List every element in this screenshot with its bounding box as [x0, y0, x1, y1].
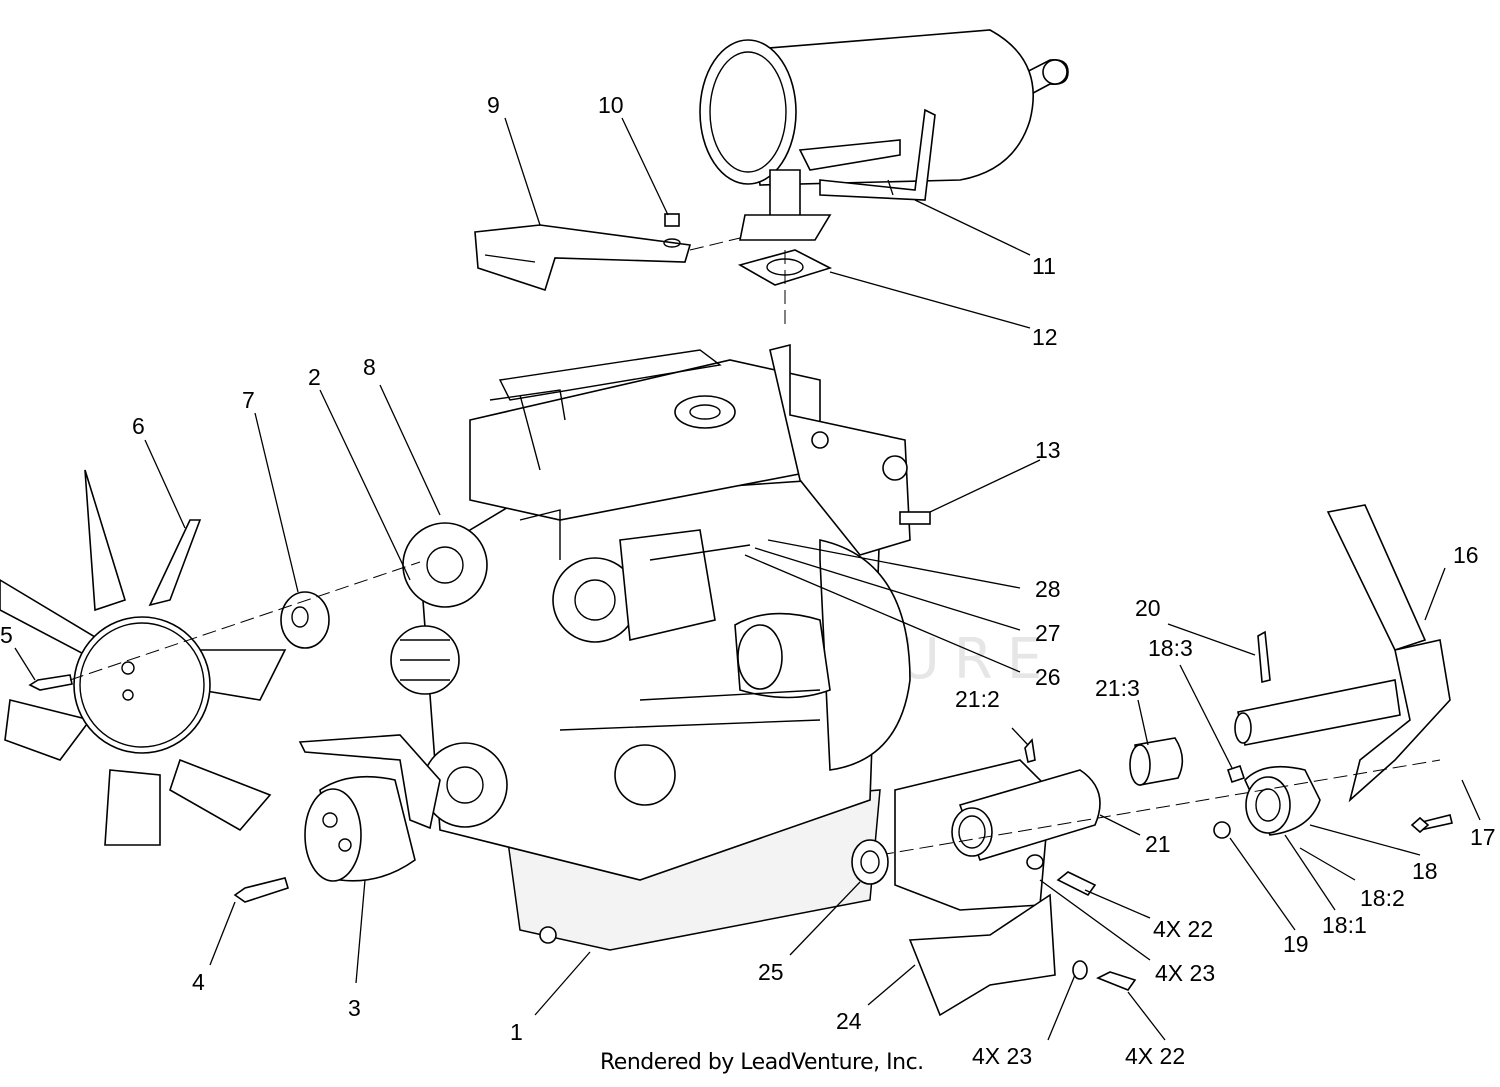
- engine-part: [390, 343, 911, 951]
- callout-24: 24: [836, 1008, 862, 1034]
- callout-13: 13: [1035, 437, 1061, 463]
- spacer-part: [280, 591, 330, 649]
- callout-18-1: 18:1: [1322, 912, 1367, 938]
- callout-21-3: 21:3: [1095, 675, 1140, 701]
- fitting-part: [1024, 738, 1036, 764]
- bolt-part: [1096, 971, 1137, 991]
- callout-11: 11: [1032, 253, 1056, 279]
- callout-2: 2: [308, 364, 321, 390]
- callout-6: 6: [132, 413, 145, 439]
- mount-tower-part: [1234, 504, 1451, 803]
- callout-20: 20: [1135, 595, 1161, 621]
- callout-17: 17: [1470, 824, 1496, 850]
- nut-part: [1213, 821, 1231, 839]
- lower-bracket-part: [908, 893, 1056, 1017]
- muffler-part: [699, 29, 1069, 241]
- bolt-head-part: [1410, 816, 1430, 834]
- callout-3: 3: [348, 995, 361, 1021]
- washer-part: [851, 839, 889, 885]
- fan-part: [0, 469, 287, 846]
- callout-10: 10: [598, 92, 624, 118]
- callout-4x23-upper: 4X 23: [1155, 960, 1215, 986]
- callout-25: 25: [758, 959, 784, 985]
- bearing-part: [1244, 765, 1321, 836]
- isolator-part: [304, 775, 416, 882]
- callout-1: 1: [510, 1019, 523, 1045]
- pivot-housing-part: [894, 759, 1101, 911]
- centerline: [879, 759, 1441, 856]
- callout-5: 5: [0, 622, 13, 648]
- bolt-part: [233, 877, 289, 903]
- callout-7: 7: [242, 387, 255, 413]
- callout-4x23-lower: 4X 23: [972, 1043, 1032, 1069]
- bolt-part: [1056, 871, 1097, 897]
- callout-18-2: 18:2: [1360, 885, 1405, 911]
- callout-4x22-lower: 4X 22: [1125, 1043, 1185, 1069]
- sensor-part: [899, 511, 931, 525]
- exhaust-bracket-part: [474, 213, 692, 292]
- fitting-part: [1226, 764, 1246, 784]
- pin-part: [1257, 630, 1271, 684]
- bolt-part: [28, 674, 73, 691]
- callout-4: 4: [192, 969, 205, 995]
- callout-18: 18: [1412, 858, 1438, 884]
- callout-labels: 9 10 11 12 13 8 2 7 6 5 28 27 26 16 20 1…: [0, 92, 1496, 1069]
- callout-4x22-upper: 4X 22: [1153, 916, 1213, 942]
- leader-lines: [14, 117, 1481, 1041]
- callout-27: 27: [1035, 620, 1061, 646]
- centerline: [689, 237, 741, 251]
- callout-18-3: 18:3: [1148, 635, 1193, 661]
- washer-part: [1072, 960, 1088, 980]
- callout-21: 21: [1145, 831, 1171, 857]
- callout-26: 26: [1035, 664, 1061, 690]
- callout-8: 8: [363, 354, 376, 380]
- callout-9: 9: [487, 92, 500, 118]
- centerline: [69, 561, 421, 681]
- callout-16: 16: [1453, 542, 1479, 568]
- engine-mount-part: [298, 734, 441, 830]
- callout-28: 28: [1035, 576, 1061, 602]
- callout-19: 19: [1283, 931, 1309, 957]
- render-credit: Rendered by LeadVenture, Inc.: [600, 1050, 924, 1075]
- callout-21-2: 21:2: [955, 686, 1000, 712]
- callout-12: 12: [1032, 324, 1058, 350]
- bushing-part: [1129, 737, 1184, 786]
